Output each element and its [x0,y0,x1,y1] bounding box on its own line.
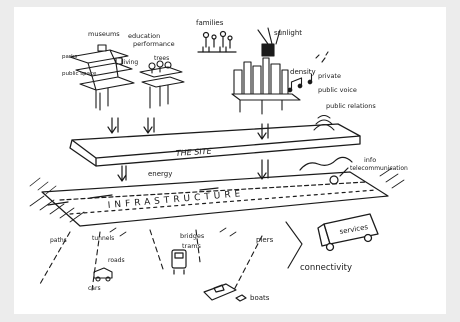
label-sunlight: sunlight [274,29,302,37]
label-public-relations: public relations [326,102,376,110]
culture-platforms-pictogram [69,44,135,111]
label-info: info [364,156,376,164]
label-connectivity: connectivity [300,263,352,273]
car-pictogram [93,267,113,282]
tram-pictogram [171,249,187,275]
label-density: density [290,68,316,76]
public-voice-notes [287,51,329,93]
sketch-card [14,7,446,314]
label-museums: museums [88,30,120,38]
down-arrows-to-site [107,117,269,140]
label-roads: roads [108,257,125,264]
label-cars: cars [88,285,101,292]
density-buildings-pictogram [231,27,301,115]
families-pictogram [197,30,237,53]
services-truck-pictogram [317,213,379,252]
label-living: living [122,59,138,66]
label-energy: energy [148,170,172,178]
label-trams: trams [182,242,202,250]
label-public-voice: public voice [318,86,357,94]
public-relations-waves [313,115,335,131]
the-site-plane [69,123,361,167]
label-paths: paths [50,237,67,244]
label-the-site: THE SITE [176,146,213,158]
ground-hatching [29,167,405,237]
boat-pictogram [203,283,247,302]
label-performance: performance [133,40,175,48]
label-education: education [128,32,160,40]
label-boats: boats [250,294,270,302]
label-parks: parks [62,54,77,60]
label-piers: piers [256,236,274,244]
living-trees-pictogram [139,60,185,109]
label-families: families [196,19,224,27]
label-private: private [318,72,341,80]
label-telecommunication: telecommunication [350,165,408,172]
label-infrastructure: INFRASTRUCTURE [107,189,244,211]
label-tunnels: tunnels [92,235,114,242]
site-to-infrastructure-arrows [117,159,269,182]
label-services: services [339,223,369,236]
label-trees: trees [154,55,169,62]
radiating-paths [39,221,303,291]
infrastructure-strip [41,156,389,227]
label-public-space: public space [62,71,97,77]
label-bridges: bridges [180,232,205,240]
